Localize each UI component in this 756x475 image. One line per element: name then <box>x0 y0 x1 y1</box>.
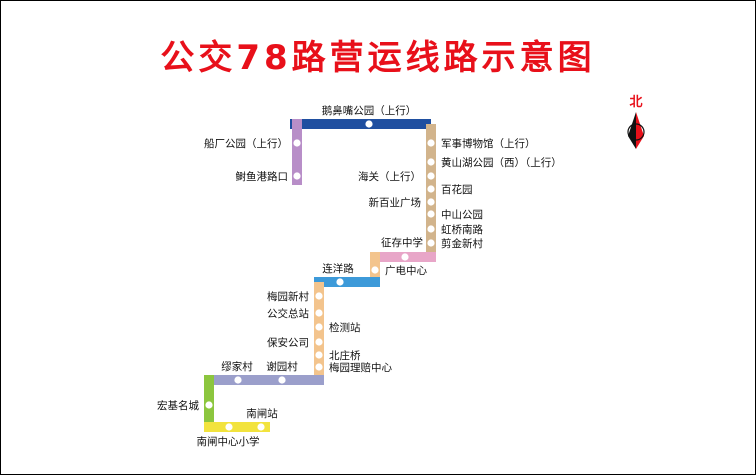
stop-marker <box>293 172 301 180</box>
stop-label: 南闸站 <box>246 407 278 420</box>
stop-label: 广电中心 <box>385 264 427 277</box>
stop-label: 梅园新村 <box>267 290 309 303</box>
stop-marker <box>315 292 323 300</box>
segment-peach-long <box>314 282 324 384</box>
stop-label: 检测站 <box>329 321 361 334</box>
stop-label: 宏基名城 <box>157 399 199 412</box>
stop-label: 新百业广场 <box>369 196 422 209</box>
stop-label: 梅园理赔中心 <box>329 361 392 374</box>
stop-marker <box>427 139 435 147</box>
stop-label: 黄山湖公园（西）（上行） <box>441 156 562 169</box>
stop-label: 军事博物馆（上行） <box>441 137 536 150</box>
north-arrow-icon: 北 <box>627 95 645 149</box>
stop-label: 保安公司 <box>267 336 309 349</box>
compass-left-half <box>628 112 636 149</box>
stop-marker <box>257 423 265 431</box>
segment-purple <box>292 119 302 185</box>
stop-label: 中山公园 <box>441 208 483 221</box>
stop-label: 南闸中心小学 <box>197 435 260 448</box>
stop-marker <box>225 423 233 431</box>
stop-marker <box>315 351 323 359</box>
stop-marker <box>427 158 435 166</box>
stop-markers <box>205 120 435 431</box>
segment-blue-dark <box>290 119 431 129</box>
stop-label: 连洋路 <box>322 262 354 275</box>
segment-lavender <box>204 375 324 385</box>
stop-label: 海关（上行） <box>358 170 421 183</box>
stop-label: 船厂公园（上行） <box>204 137 288 150</box>
stop-marker <box>278 376 286 384</box>
stop-marker <box>336 278 344 286</box>
stop-marker <box>427 239 435 247</box>
stop-marker <box>427 172 435 180</box>
stop-label: 公交总站 <box>267 307 309 320</box>
map-title: 公交78路营运线路示意图 <box>160 38 596 78</box>
stop-marker <box>371 266 379 274</box>
compass-right-half <box>636 112 644 149</box>
stop-marker <box>427 225 435 233</box>
stop-marker <box>315 323 323 331</box>
stop-marker <box>365 120 373 128</box>
stop-marker <box>293 139 301 147</box>
stop-label: 百花园 <box>441 183 473 196</box>
segment-blue <box>314 277 380 287</box>
stop-marker <box>427 198 435 206</box>
stop-label: 谢园村 <box>266 360 298 373</box>
stop-label: 北庄桥 <box>329 349 361 362</box>
stop-marker <box>315 309 323 317</box>
stop-marker <box>401 253 409 261</box>
north-label: 北 <box>629 95 642 110</box>
stop-marker <box>315 338 323 346</box>
stop-marker <box>205 401 213 409</box>
stop-labels: 鹅鼻嘴公园（上行） 船厂公园（上行） 鲥鱼港路口 军事博物馆（上行） 黄山湖公园… <box>157 104 562 448</box>
stop-label: 鹅鼻嘴公园（上行） <box>322 104 417 117</box>
stop-label: 鲥鱼港路口 <box>236 170 289 183</box>
stop-marker <box>427 185 435 193</box>
stop-label: 剪金新村 <box>441 237 483 250</box>
stop-label: 虹桥南路 <box>441 223 483 236</box>
segment-yellow <box>204 422 270 432</box>
stop-marker <box>315 363 323 371</box>
stop-label: 缪家村 <box>221 360 253 373</box>
stop-label: 征存中学 <box>381 236 423 249</box>
compass-ring <box>627 123 645 141</box>
stop-marker <box>427 210 435 218</box>
stop-marker <box>234 376 242 384</box>
